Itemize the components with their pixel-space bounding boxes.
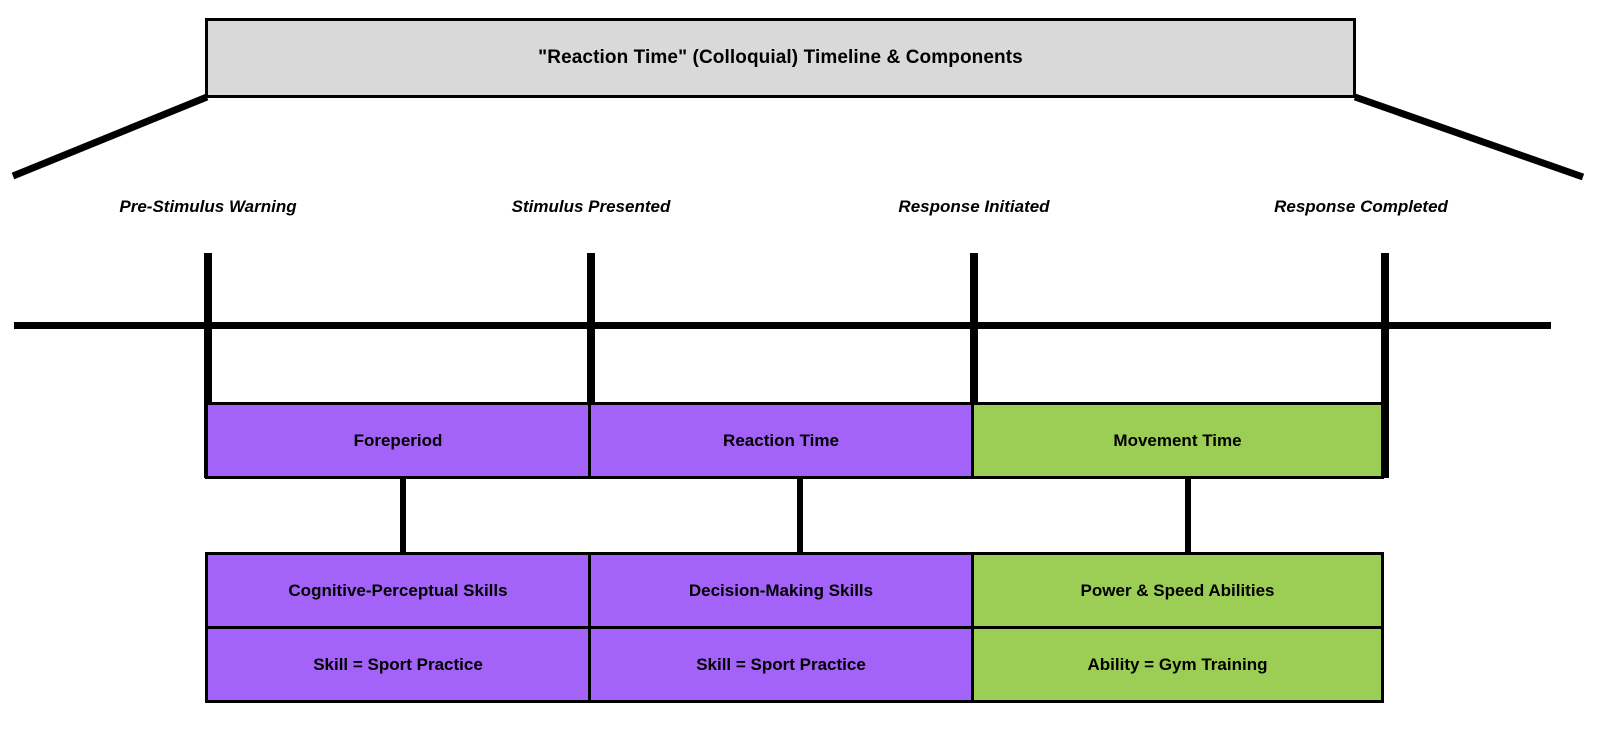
- phase-bar-row: Foreperiod Reaction Time Movement Time: [205, 402, 1387, 479]
- skills-grid: Cognitive-Perceptual Skills Decision-Mak…: [205, 552, 1387, 704]
- diagram-title-banner: "Reaction Time" (Colloquial) Timeline & …: [205, 18, 1356, 98]
- skill-label-cognitive-perceptual-skills: Cognitive-Perceptual Skills: [288, 580, 508, 600]
- phase-label-reaction-time: Reaction Time: [723, 430, 839, 450]
- skill-cell-cognitive-perceptual-skills: Cognitive-Perceptual Skills: [205, 552, 591, 629]
- skill-cell-decision-making-skills: Decision-Making Skills: [588, 552, 974, 629]
- training-label-movement-time: Ability = Gym Training: [1087, 654, 1268, 674]
- training-cell-foreperiod: Skill = Sport Practice: [205, 626, 591, 703]
- phase-bar-foreperiod: Foreperiod: [205, 402, 591, 479]
- event-label-response-completed: Response Completed: [1274, 197, 1448, 216]
- training-label-foreperiod: Skill = Sport Practice: [313, 654, 483, 674]
- event-label-stimulus-presented: Stimulus Presented: [511, 197, 671, 216]
- timeline-tick-stimulus-presented: [587, 253, 595, 478]
- phase-bar-reaction-time: Reaction Time: [588, 402, 974, 479]
- skill-label-power-speed-abilities: Power & Speed Abilities: [1080, 580, 1275, 600]
- phase-bar-movement-time: Movement Time: [971, 402, 1384, 479]
- timeline-axis: [14, 322, 1551, 329]
- timeline-tick-pre-stimulus-warning: [204, 253, 212, 478]
- training-cell-movement-time: Ability = Gym Training: [971, 626, 1384, 703]
- skill-label-decision-making-skills: Decision-Making Skills: [688, 580, 874, 600]
- timeline-tick-response-initiated: [970, 253, 978, 478]
- connector-foreperiod: [400, 478, 406, 554]
- event-label-pre-stimulus-warning: Pre-Stimulus Warning: [119, 197, 297, 216]
- training-label-reaction-time: Skill = Sport Practice: [696, 654, 866, 674]
- phase-label-foreperiod: Foreperiod: [353, 430, 443, 450]
- timeline-tick-response-completed: [1381, 253, 1389, 478]
- event-label-response-initiated: Response Initiated: [898, 197, 1050, 216]
- connector-reaction-time: [797, 478, 803, 554]
- phase-label-movement-time: Movement Time: [1113, 430, 1242, 450]
- skill-cell-power-speed-abilities: Power & Speed Abilities: [971, 552, 1384, 629]
- connector-movement-time: [1185, 478, 1191, 554]
- diagram-title-text: "Reaction Time" (Colloquial) Timeline & …: [538, 47, 1023, 68]
- training-cell-reaction-time: Skill = Sport Practice: [588, 626, 974, 703]
